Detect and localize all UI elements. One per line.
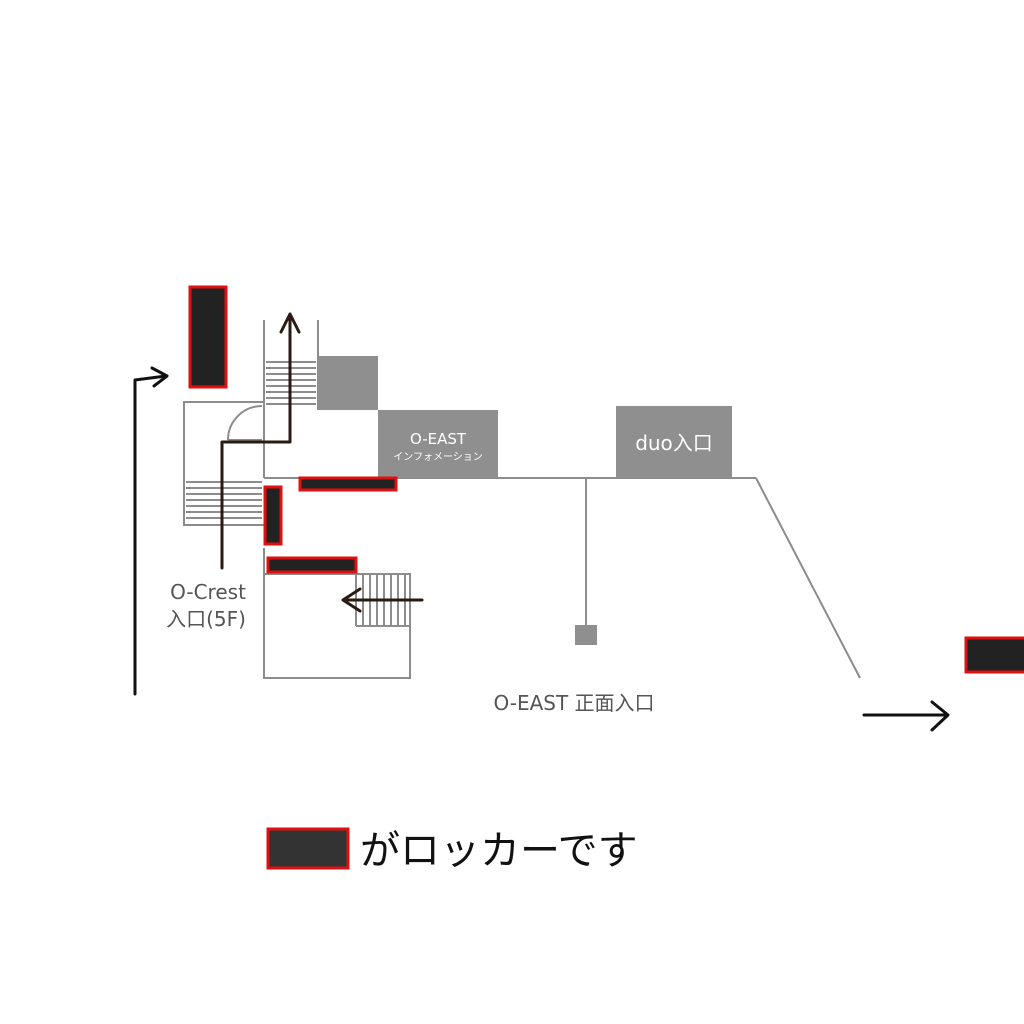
- lower-stairs-arrowhead: [341, 587, 362, 613]
- ocrest-route-arrowhead: [279, 312, 301, 334]
- locker-lower-horizontal: [266, 556, 358, 574]
- locker-top-left: [188, 285, 228, 389]
- building-block-connector: [318, 410, 378, 478]
- left-guide-arrow-line: [133, 374, 168, 696]
- right-guide-arrowhead: [930, 700, 950, 732]
- left-guide-arrowhead: [150, 366, 169, 388]
- stairs-left: [186, 481, 262, 519]
- ocrest-entrance-label-line1: O-Crest: [170, 580, 246, 604]
- ocrest-route-line: [220, 314, 292, 570]
- route-arrows: [220, 312, 424, 613]
- locker-right-edge: [964, 636, 1024, 674]
- legend: がロッカーです: [266, 827, 638, 874]
- pole-marker: [575, 625, 597, 645]
- duo-entrance-block: duo入口: [616, 406, 732, 478]
- ocrest-entrance-label-line2: 入口(5F): [166, 607, 246, 631]
- legend-locker-swatch: [266, 827, 350, 870]
- oeast-info-title: O-EAST: [410, 430, 467, 448]
- duo-entrance-label: duo入口: [635, 431, 713, 455]
- building-block-small: [318, 356, 378, 412]
- oeast-main-entrance-label: O-EAST 正面入口: [493, 691, 654, 715]
- oeast-info-subtitle: インフォメーション: [393, 452, 483, 463]
- guide-arrows: [133, 366, 950, 732]
- locker-street-top: [298, 476, 398, 492]
- locker-vertical-mid: [263, 485, 283, 546]
- oeast-information-block: O-EAST インフォメーション: [378, 410, 498, 478]
- lockers: [188, 285, 1024, 674]
- legend-text: がロッカーです: [360, 828, 638, 874]
